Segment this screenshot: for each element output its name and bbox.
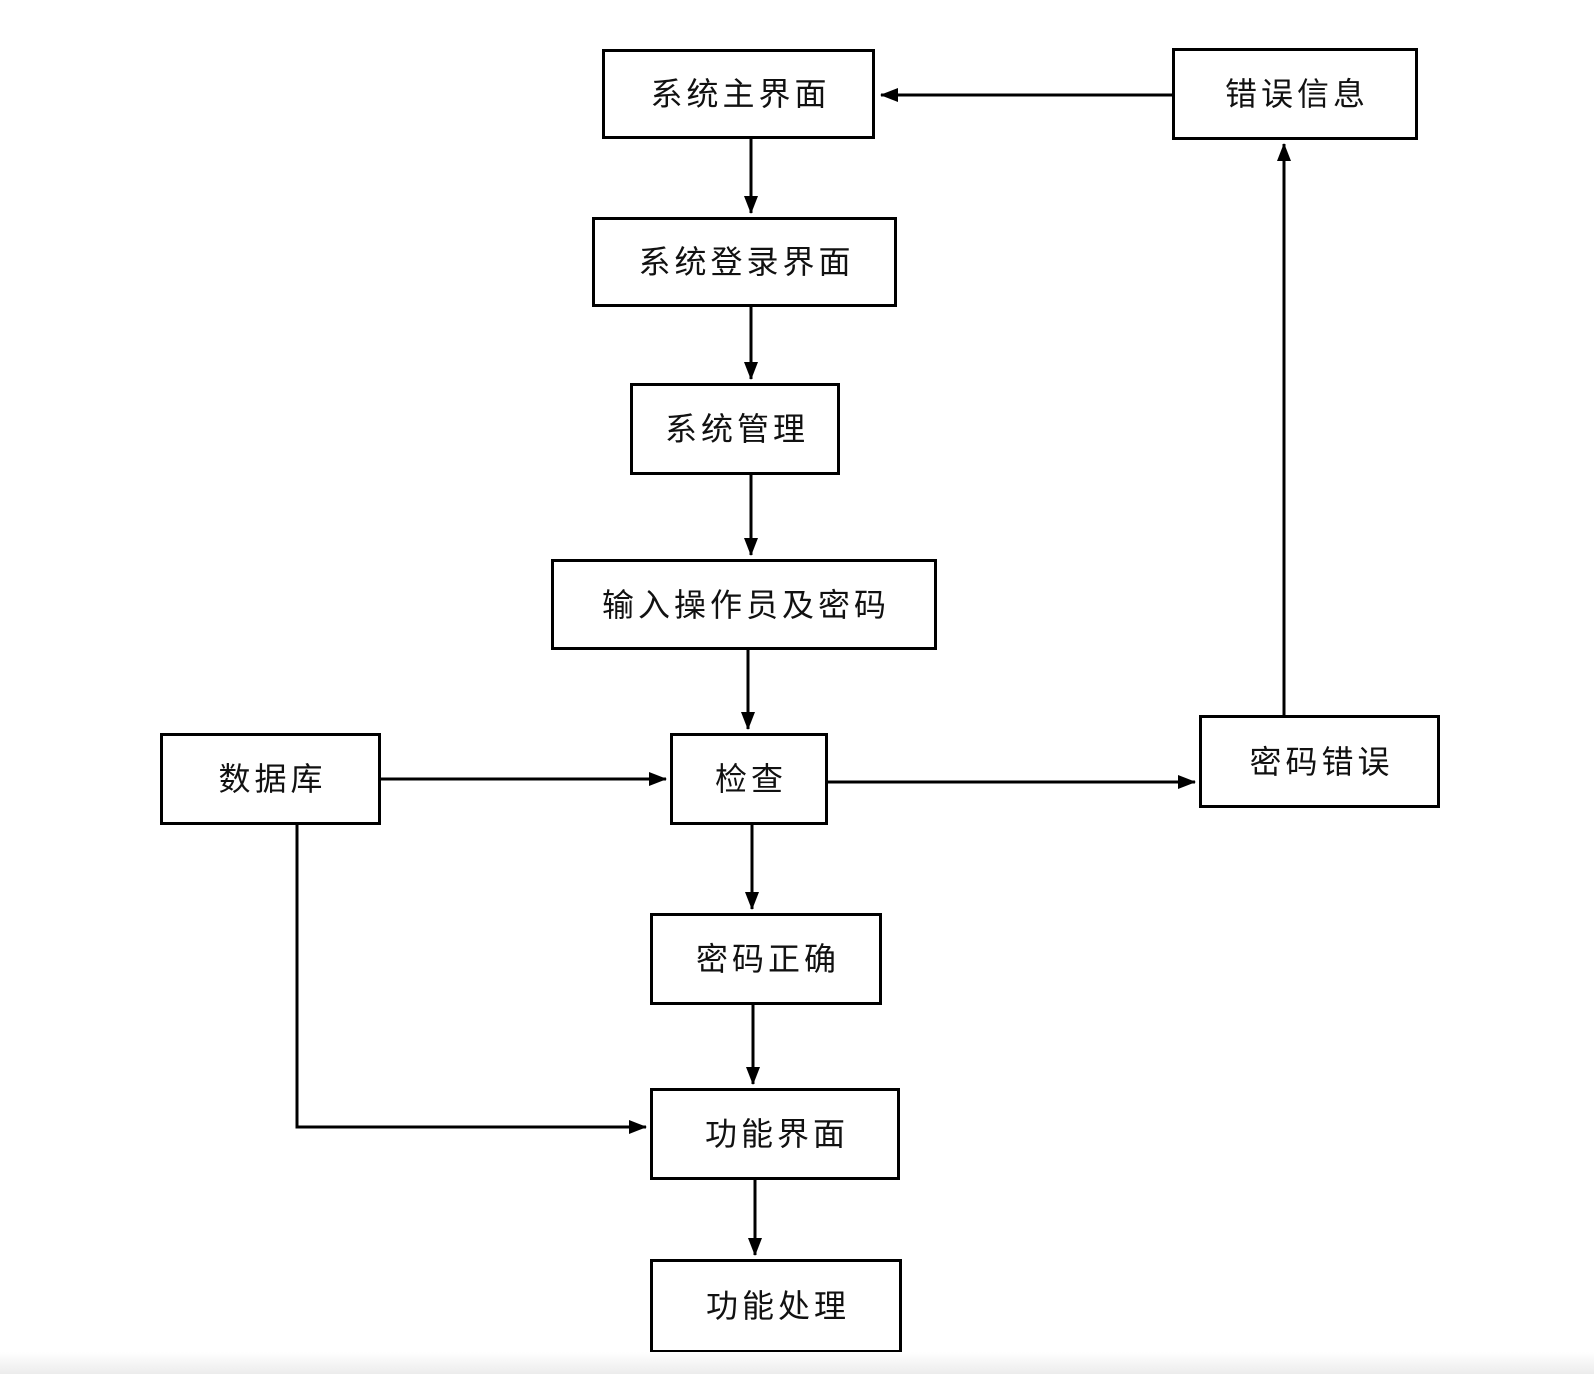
page-bottom-edge — [0, 1352, 1594, 1374]
node-password-correct: 密码正确 — [650, 913, 882, 1005]
node-input-operator-password-label: 输入操作员及密码 — [601, 585, 890, 624]
node-function-processing: 功能处理 — [650, 1259, 902, 1353]
connector-database-to-function-interface — [295, 825, 647, 1134]
node-system-management-label: 系统管理 — [664, 410, 809, 448]
node-check-label: 检查 — [714, 760, 787, 798]
node-database: 数据库 — [160, 733, 381, 825]
node-system-main-interface: 系统主界面 — [602, 49, 875, 139]
node-system-login-interface: 系统登录界面 — [592, 217, 897, 307]
node-system-management: 系统管理 — [630, 383, 840, 475]
node-check: 检查 — [670, 733, 828, 825]
node-input-operator-password: 输入操作员及密码 — [551, 559, 937, 650]
node-error-info: 错误信息 — [1172, 48, 1418, 140]
node-function-processing-label: 功能处理 — [705, 1287, 850, 1325]
node-system-main-interface-label: 系统主界面 — [650, 75, 831, 113]
node-database-label: 数据库 — [218, 760, 327, 798]
node-password-error-label: 密码错误 — [1249, 742, 1394, 781]
node-system-login-interface-label: 系统登录界面 — [638, 243, 855, 281]
node-password-correct-label: 密码正确 — [695, 940, 840, 978]
node-error-info-label: 错误信息 — [1224, 75, 1369, 113]
node-function-interface-label: 功能界面 — [704, 1115, 849, 1153]
node-function-interface: 功能界面 — [650, 1088, 900, 1180]
node-password-error: 密码错误 — [1199, 715, 1440, 808]
